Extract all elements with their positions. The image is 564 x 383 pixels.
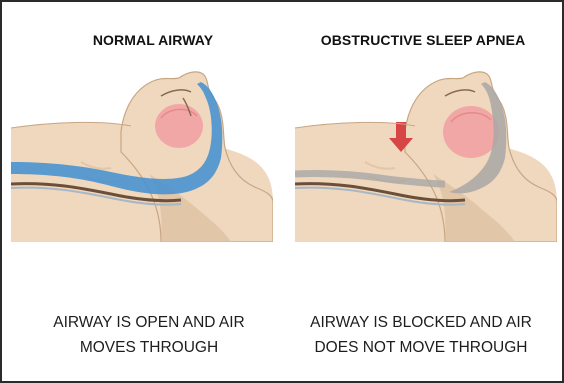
caption-line: AIRWAY IS OPEN AND AIR	[18, 310, 280, 335]
caption-line: DOES NOT MOVE THROUGH	[288, 335, 554, 360]
caption-line: AIRWAY IS BLOCKED AND AIR	[288, 310, 554, 335]
sleep-apnea-title: OBSTRUCTIVE SLEEP APNEA	[292, 32, 554, 48]
caption-line: MOVES THROUGH	[18, 335, 280, 360]
tongue	[443, 106, 499, 158]
tongue	[155, 104, 203, 148]
sleep-apnea-caption: AIRWAY IS BLOCKED AND AIR DOES NOT MOVE …	[288, 310, 554, 360]
sleep-apnea-illustration	[295, 62, 557, 242]
normal-airway-title: NORMAL AIRWAY	[22, 32, 284, 48]
normal-airway-illustration	[11, 62, 273, 242]
normal-airway-caption: AIRWAY IS OPEN AND AIR MOVES THROUGH	[18, 310, 280, 360]
